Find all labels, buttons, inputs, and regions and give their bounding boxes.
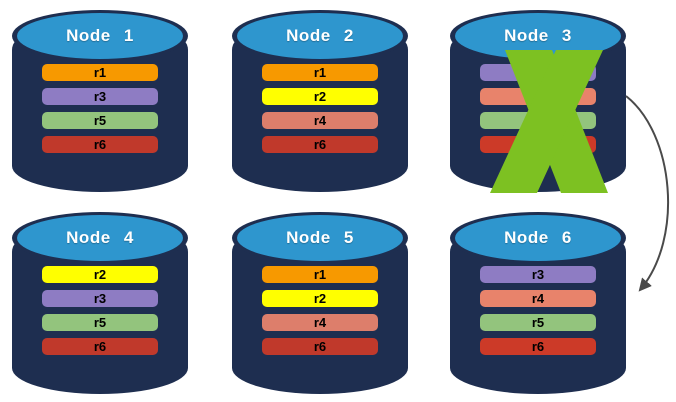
node-title: Node 1	[66, 26, 134, 45]
replica-bar: r3	[42, 290, 158, 307]
cylinder-cap: Node 4	[12, 212, 188, 264]
node-3-cylinder: Node 3 r3	[450, 10, 626, 192]
node-title: Node 5	[286, 228, 354, 247]
replica-list: r1 r2 r4 r6	[262, 64, 378, 153]
node-5-cylinder: Node 5 r1 r2 r4 r6	[232, 212, 408, 394]
replica-list: r2 r3 r5 r6	[42, 266, 158, 355]
node-2-cylinder: Node 2 r1 r2 r4 r6	[232, 10, 408, 192]
replica-bar: r5	[42, 112, 158, 129]
replica-bar: r2	[262, 88, 378, 105]
node-6-cylinder: Node 6 r3 r4 r5 r6	[450, 212, 626, 394]
replica-list: r1 r3 r5 r6	[42, 64, 158, 153]
replica-bar	[480, 112, 596, 129]
replica-bar: r1	[42, 64, 158, 81]
node-4-cylinder: Node 4 r2 r3 r5 r6	[12, 212, 188, 394]
replica-bar: r4	[480, 290, 596, 307]
replica-bar: r1	[262, 64, 378, 81]
cylinder-cap: Node 5	[232, 212, 408, 264]
replica-bar: r6	[42, 338, 158, 355]
cylinder-cap: Node 2	[232, 10, 408, 62]
replica-bar: r6	[262, 136, 378, 153]
cylinder-cap-top: Node 6	[455, 215, 621, 261]
replica-bar: r3	[480, 266, 596, 283]
cylinder-cap-top: Node 1	[17, 13, 183, 59]
cylinder-cap: Node 6	[450, 212, 626, 264]
cylinder-cap: Node 1	[12, 10, 188, 62]
node-title: Node 4	[66, 228, 134, 247]
cylinder-cap-top: Node 4	[17, 215, 183, 261]
node-title: Node 3	[504, 26, 572, 45]
replica-bar	[480, 88, 596, 105]
replica-bar: r1	[262, 266, 378, 283]
replica-bar: r3	[480, 64, 596, 81]
replica-bar: r2	[262, 290, 378, 307]
cylinder-cap-top: Node 2	[237, 13, 403, 59]
replica-bar: r3	[42, 88, 158, 105]
replica-bar: r2	[42, 266, 158, 283]
redirect-arrow	[625, 95, 670, 292]
cylinder-cap-top: Node 3	[455, 13, 621, 59]
replica-list: r3	[480, 64, 596, 153]
replica-bar	[480, 136, 596, 153]
replica-bar: r4	[262, 314, 378, 331]
node-title: Node 2	[286, 26, 354, 45]
replica-list: r3 r4 r5 r6	[480, 266, 596, 355]
cylinder-cap-top: Node 5	[237, 215, 403, 261]
cylinder-cap: Node 3	[450, 10, 626, 62]
replica-bar: r6	[262, 338, 378, 355]
node-title: Node 6	[504, 228, 572, 247]
replica-bar: r5	[480, 314, 596, 331]
replica-bar: r6	[480, 338, 596, 355]
replica-bar: r4	[262, 112, 378, 129]
replica-bar: r6	[42, 136, 158, 153]
node-1-cylinder: Node 1 r1 r3 r5 r6	[12, 10, 188, 192]
replica-bar: r5	[42, 314, 158, 331]
replica-list: r1 r2 r4 r6	[262, 266, 378, 355]
